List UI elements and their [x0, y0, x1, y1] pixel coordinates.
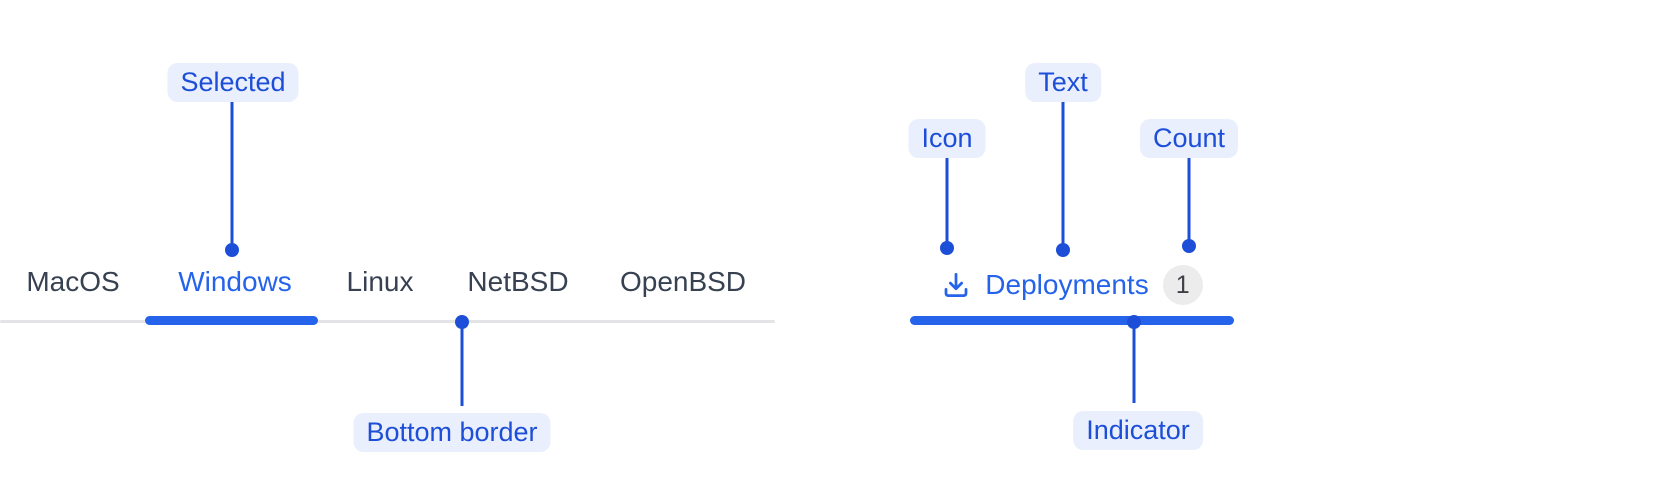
tab-openbsd[interactable]: OpenBSD: [619, 266, 747, 297]
count-callout-line: [1187, 158, 1191, 246]
icon-callout-dot: [940, 241, 954, 255]
tab-deployments[interactable]: Deployments 1: [910, 260, 1234, 310]
annotation-count: Count: [1139, 119, 1239, 158]
tab-linux[interactable]: Linux: [346, 266, 414, 297]
selected-callout-dot: [225, 243, 239, 257]
indicator-callout-line: [1132, 322, 1136, 403]
indicator-callout-dot: [1127, 315, 1141, 329]
count-badge: 1: [1162, 265, 1203, 305]
tab-netbsd[interactable]: NetBSD: [467, 266, 569, 297]
tab-label: Deployments: [985, 269, 1149, 300]
bottom-border-callout-dot: [455, 315, 469, 329]
icon-callout-line: [945, 158, 949, 248]
tab-windows-selected[interactable]: Windows: [178, 266, 292, 297]
annotation-text: Text: [1025, 63, 1101, 102]
tab-macos[interactable]: MacOS: [26, 266, 120, 297]
annotation-icon: Icon: [908, 119, 986, 158]
selected-tab-underline: [145, 316, 318, 325]
download-icon: [941, 270, 971, 300]
count-callout-dot: [1182, 239, 1196, 253]
annotation-selected: Selected: [167, 63, 299, 102]
annotation-indicator: Indicator: [1073, 411, 1203, 450]
annotation-bottom-border: Bottom border: [353, 413, 551, 452]
bottom-border-callout-line: [460, 322, 464, 406]
text-callout-dot: [1056, 243, 1070, 257]
selected-callout-line: [230, 102, 234, 250]
text-callout-line: [1061, 102, 1065, 250]
tab-indicator-bar: [910, 316, 1234, 325]
tabs-bottom-border: [0, 320, 775, 323]
